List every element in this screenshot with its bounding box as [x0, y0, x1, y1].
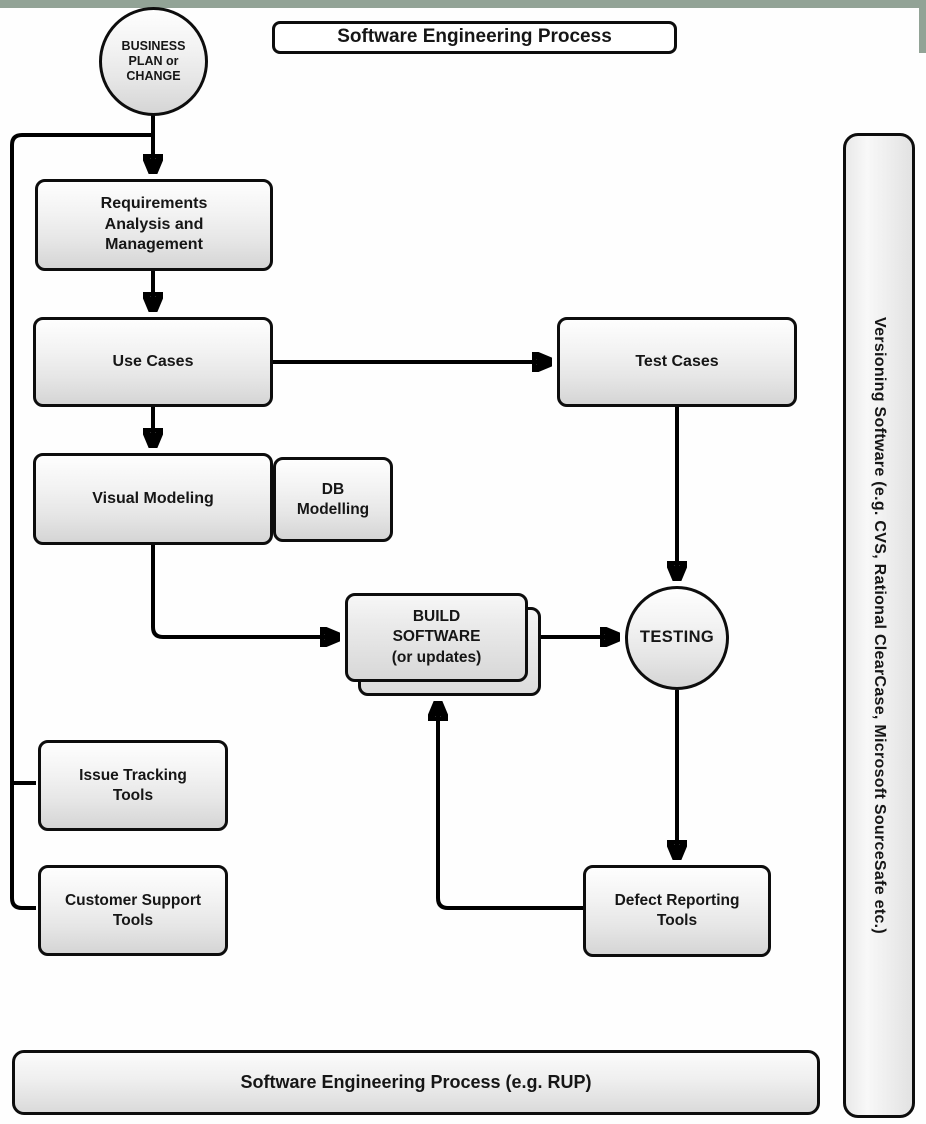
right-accent-strip: [919, 0, 926, 53]
node-customer-support-tools: Customer Support Tools: [38, 865, 228, 956]
diagram-title: Software Engineering Process: [272, 21, 677, 54]
top-accent-bar: [0, 0, 926, 8]
node-versioning-software-bar: Versioning Software (e.g. CVS, Rational …: [843, 133, 915, 1118]
node-db-modelling: DB Modelling: [273, 457, 393, 542]
node-issue-tracking-tools: Issue Tracking Tools: [38, 740, 228, 831]
node-test-cases: Test Cases: [557, 317, 797, 407]
build-software-front-layer: BUILD SOFTWARE (or updates): [345, 593, 528, 682]
node-visual-modeling: Visual Modeling: [33, 453, 273, 545]
node-testing-circle: TESTING: [625, 586, 729, 690]
versioning-software-label: Versioning Software (e.g. CVS, Rational …: [871, 316, 889, 935]
edge-defectreporting-to-buildsoftware: [438, 703, 583, 910]
node-defect-reporting-tools: Defect Reporting Tools: [583, 865, 771, 957]
node-business-plan-circle: BUSINESS PLAN or CHANGE: [99, 7, 208, 116]
node-build-software-stack: BUILD SOFTWARE (or updates): [345, 593, 541, 696]
node-software-engineering-process-footer: Software Engineering Process (e.g. RUP): [12, 1050, 820, 1115]
edge-feedback-left-loop: [10, 133, 152, 910]
edge-visualmodeling-to-buildsoftware: [151, 545, 338, 637]
node-use-cases: Use Cases: [33, 317, 273, 407]
node-requirements-analysis: Requirements Analysis and Management: [35, 179, 273, 271]
